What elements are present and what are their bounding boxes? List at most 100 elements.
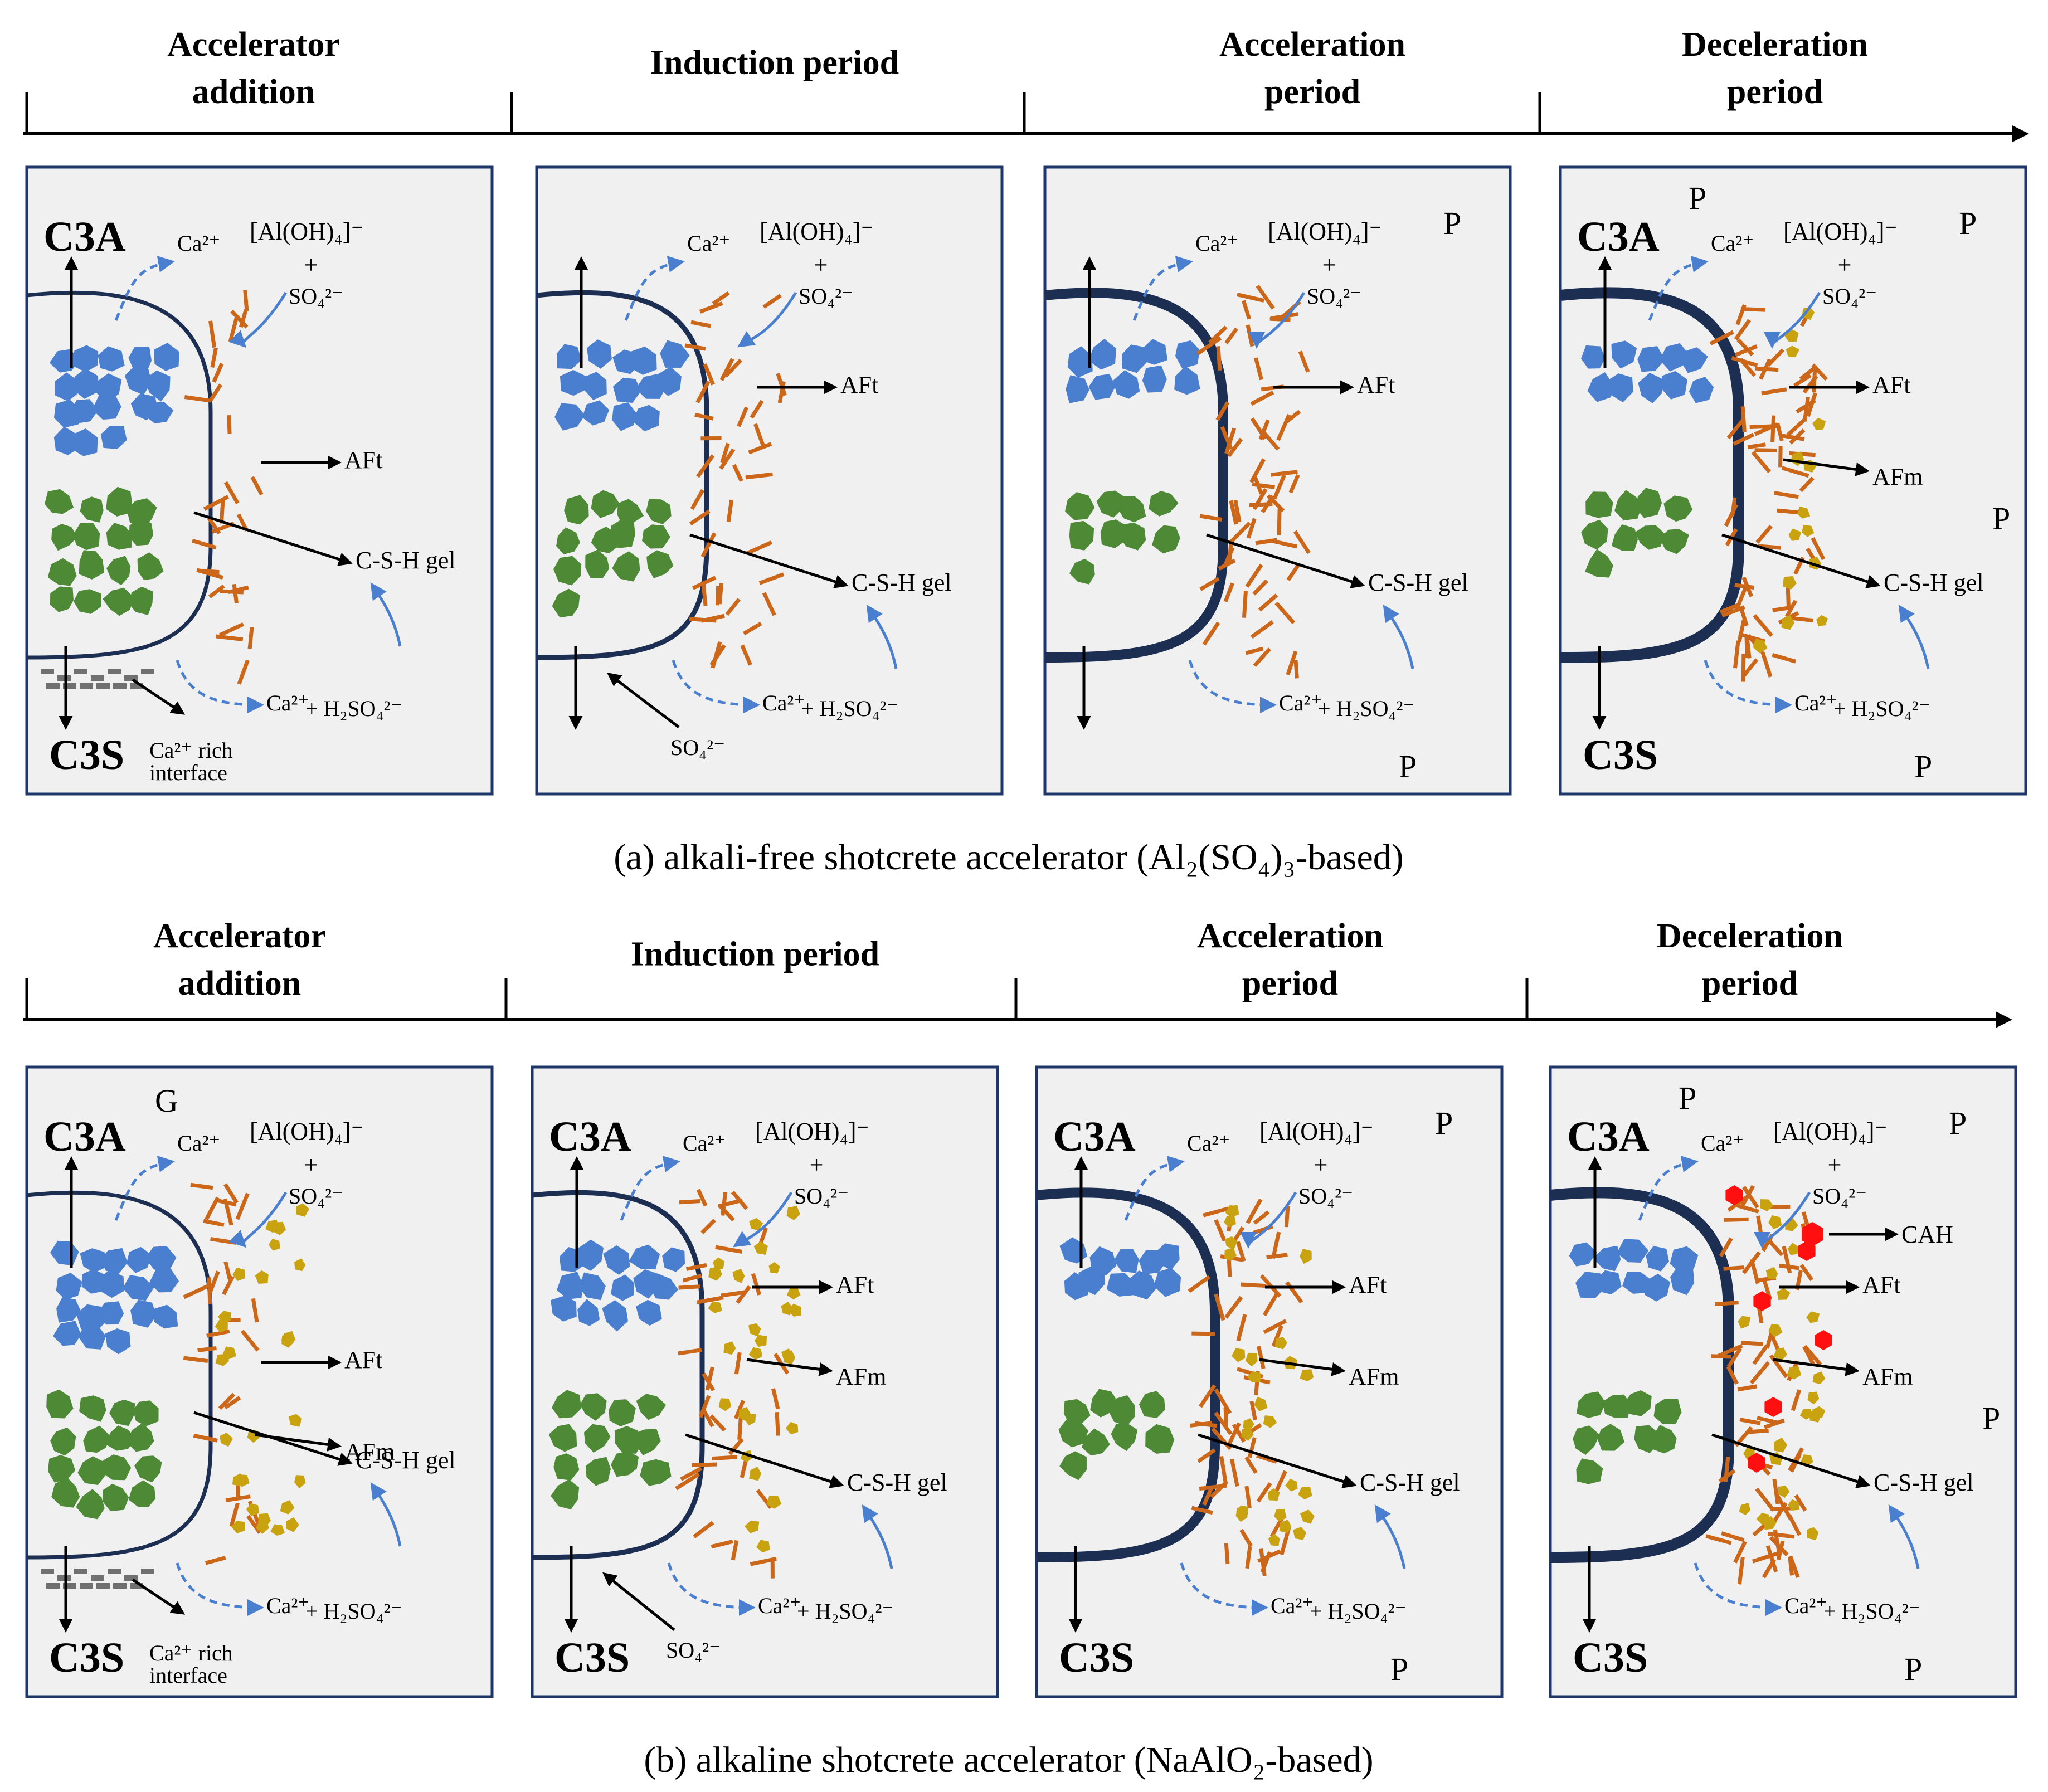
ettringite-needle — [223, 481, 240, 504]
c3s-particle — [1634, 525, 1665, 550]
afm-plate — [1245, 1352, 1258, 1367]
ettringite-needle — [717, 1204, 735, 1222]
ettringite-needle — [1253, 647, 1272, 668]
c3s-particle — [47, 1455, 76, 1483]
sulfate-inflow-arrow — [602, 1572, 675, 1631]
ettringite-needle — [1723, 1265, 1744, 1271]
c3s-particle — [80, 496, 104, 523]
ca-rich-interface-mark — [130, 683, 143, 689]
ettringite-needle — [1749, 1361, 1770, 1385]
c3s-particle — [129, 517, 154, 546]
plus-sign: + — [810, 1151, 824, 1179]
aluminate-ion-label: [Al(OH)₄]⁻ — [1259, 1118, 1374, 1145]
c3a-particle — [154, 1304, 178, 1329]
afm-plate — [781, 1301, 793, 1316]
c3s-particle — [1651, 1425, 1677, 1454]
cah-hexagon — [1764, 1397, 1782, 1417]
panel-frame — [535, 165, 1004, 796]
ettringite-needle — [1784, 600, 1797, 618]
ettringite-needle — [1236, 1314, 1247, 1342]
ettringite-needle — [1726, 1347, 1743, 1368]
c3s-particle — [103, 1483, 129, 1512]
c3s-particle — [79, 1395, 106, 1422]
ettringite-needle — [1759, 358, 1772, 380]
grain-boundary — [26, 290, 213, 660]
c3a-particle — [1174, 366, 1200, 395]
c3a-particle — [1088, 339, 1116, 370]
c3s-particle — [1059, 1451, 1087, 1481]
afm-plate — [756, 1540, 770, 1553]
c3s-particle — [1081, 1428, 1110, 1456]
ettringite-needle — [725, 598, 741, 616]
afm-plate — [296, 1203, 310, 1217]
afm-plate — [1243, 1418, 1254, 1430]
afm-plate — [784, 1350, 796, 1364]
ettringite-needle — [1770, 415, 1776, 442]
afm-plate — [1812, 417, 1826, 430]
ca-ion-label: Ca²⁺ — [1701, 1131, 1744, 1156]
ettringite-needle — [1721, 605, 1745, 618]
ettringite-needle — [719, 358, 734, 381]
ca-release-arrow — [620, 1156, 680, 1221]
c3s-particle — [106, 486, 132, 517]
ettringite-needle — [762, 592, 776, 616]
ettringite-needle — [751, 1273, 762, 1296]
ca-rich-interface-mark — [57, 675, 71, 681]
ca-rich-interface-mark — [91, 675, 104, 681]
sulfate-inflow-arrow — [607, 672, 680, 728]
ettringite-needle — [1214, 1388, 1232, 1414]
c3s-particle — [1069, 520, 1094, 551]
ettringite-needle — [223, 1198, 233, 1226]
ettringite-needle — [1259, 1548, 1267, 1576]
ca-bottom-arrow — [176, 1562, 264, 1616]
c3s-particle — [74, 523, 100, 551]
p-mark: P — [1679, 1080, 1696, 1116]
ettringite-needle — [1773, 491, 1799, 499]
ettringite-needle — [1262, 1292, 1280, 1317]
afm-plate — [1781, 615, 1795, 630]
c3s-particle — [1585, 549, 1613, 578]
ettringite-needle — [1223, 582, 1234, 602]
c3s-particle — [83, 1425, 110, 1453]
afm-plate — [786, 1206, 800, 1220]
afm-plate — [286, 1517, 299, 1532]
ettringite-needle — [1737, 619, 1746, 643]
c3a-particle — [630, 346, 657, 375]
ca-release-arrow — [114, 256, 175, 321]
ettringite-needle — [758, 572, 785, 585]
c3s-particle — [1058, 1419, 1088, 1448]
c3s-particle — [74, 589, 101, 614]
c3s-particle — [552, 588, 580, 618]
c3s-particle — [1602, 1394, 1631, 1418]
ettringite-needle — [1802, 374, 1818, 394]
ettringite-needle — [1250, 620, 1274, 639]
ettringite-needle — [715, 1245, 743, 1254]
afm-plate — [1279, 1520, 1292, 1533]
c3s-particle — [1111, 1423, 1138, 1452]
ettringite-needle — [212, 363, 224, 383]
ca-rich-interface-mark — [74, 669, 87, 674]
ettringite-needle — [1772, 1478, 1780, 1504]
ettringite-needle — [748, 442, 772, 455]
ettringite-needle — [1256, 1482, 1272, 1503]
ettringite-needle — [1714, 1301, 1739, 1307]
afm-plate — [749, 1218, 763, 1231]
c3s-particle — [586, 1457, 611, 1486]
stage-title: Deceleration — [1657, 917, 1843, 955]
c3s-label: C3S — [49, 732, 124, 778]
c3a-particle — [560, 369, 586, 396]
ettringite-needle — [1254, 357, 1263, 381]
c3a-particle — [1175, 340, 1200, 369]
c3a-particle — [1067, 346, 1093, 378]
ettringite-needle — [239, 309, 248, 328]
ettringite-needle — [1747, 442, 1766, 449]
c3a-label: C3A — [43, 213, 126, 260]
ettringite-needle — [203, 495, 230, 511]
c3a-particle — [154, 343, 179, 371]
h2so4-label: + H₂SO₄²⁻ — [1310, 1599, 1407, 1624]
sulfate-supply-arrow — [228, 291, 288, 348]
c3s-particle — [79, 550, 105, 580]
